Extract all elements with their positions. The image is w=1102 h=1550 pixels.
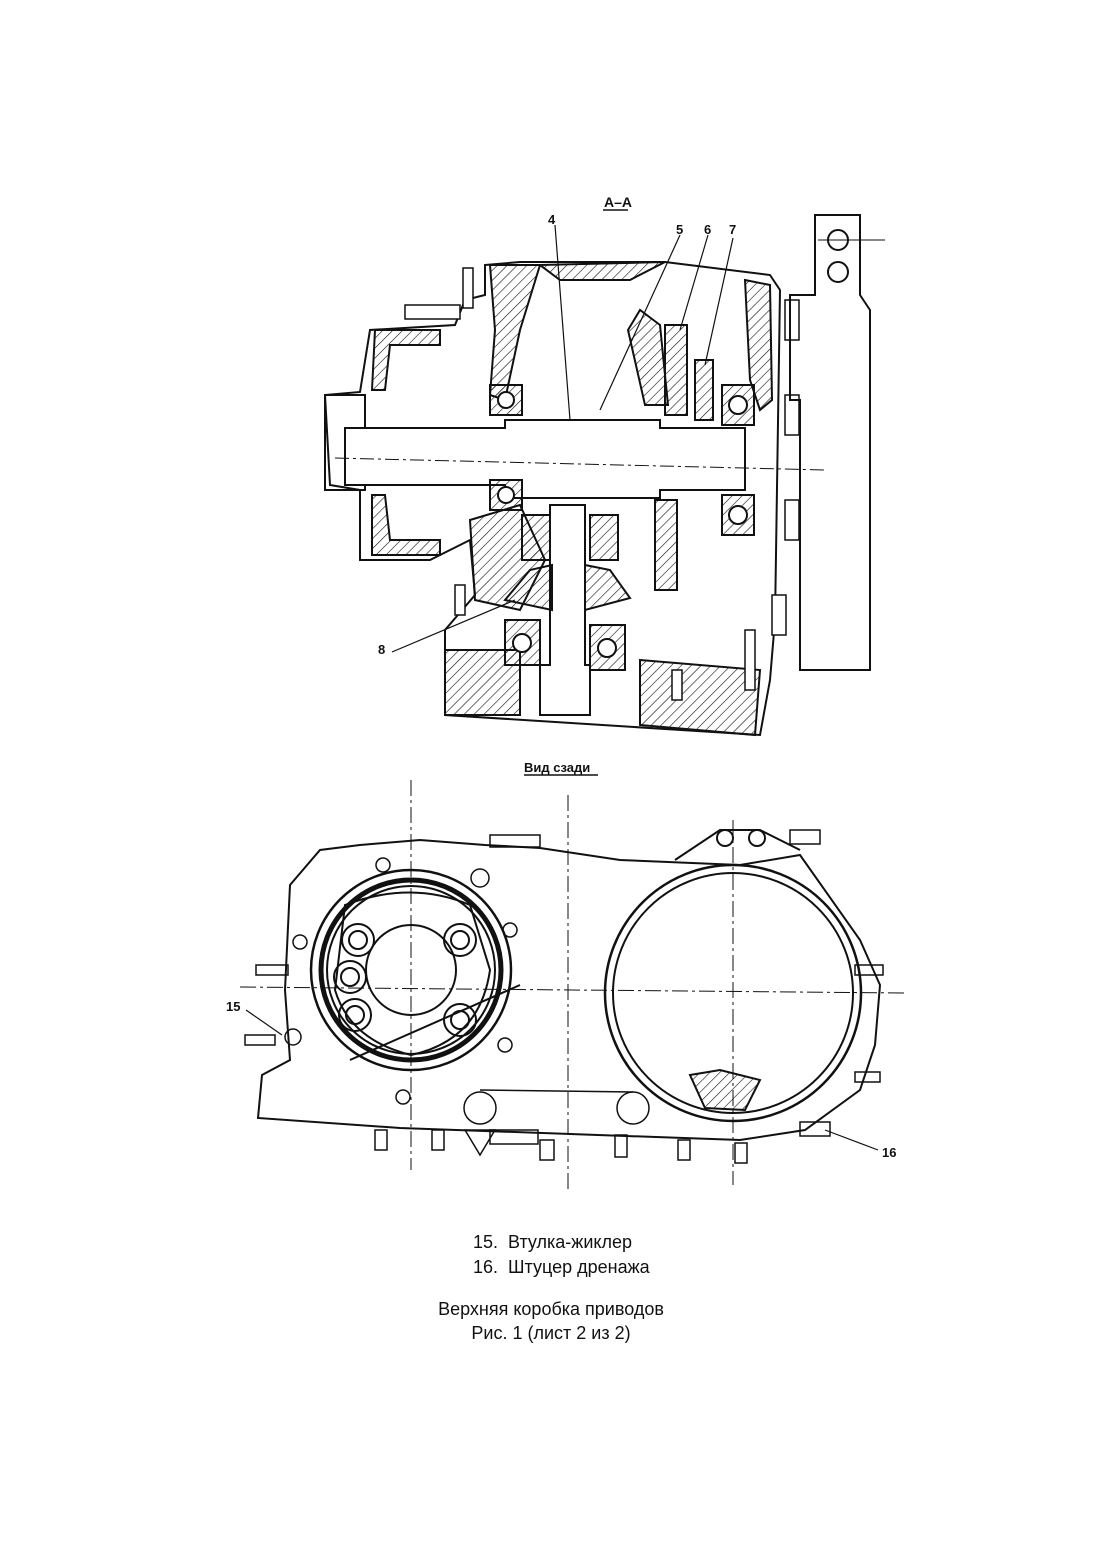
rear-bolts [244, 829, 884, 1137]
rear-view [239, 780, 906, 1190]
callout-16: 16 [882, 1145, 896, 1160]
bearing-top-2 [721, 384, 755, 426]
flange-left [370, 329, 441, 391]
bearing-top-1 [489, 384, 523, 416]
bearing-vertical-bottom [504, 619, 626, 671]
callout-6: 6 [704, 222, 711, 237]
left-flange [309, 868, 521, 1072]
legend-number: 15. [473, 1232, 499, 1252]
housing-outline [323, 261, 782, 737]
gear-lower [654, 499, 678, 591]
callout-4: 4 [548, 212, 556, 227]
figure-title: Верхняя коробка приводов [438, 1299, 664, 1319]
housing-base-right [639, 658, 762, 737]
housing-wall-top [537, 261, 666, 281]
bolts-section [404, 267, 800, 701]
figure-number: Рис. 1 (лист 2 из 2) [471, 1323, 631, 1343]
legend-number: 16. [473, 1257, 499, 1277]
main-shaft [344, 419, 746, 499]
gear-5 [626, 308, 670, 406]
vertical-shaft [539, 504, 591, 716]
legend-item-15: 15. Втулка-жиклер [473, 1231, 632, 1253]
bottom-bosses [374, 1089, 748, 1164]
housing-base [444, 649, 521, 716]
gear-6 [664, 324, 688, 416]
mounting-bracket [789, 214, 871, 671]
callout-8: 8 [378, 642, 385, 657]
drum-inner-detail [688, 1068, 762, 1112]
bearing-bottom-2 [721, 494, 755, 536]
callout-5: 5 [676, 222, 683, 237]
housing-wall-left [488, 264, 542, 402]
centerlines [239, 780, 906, 1190]
drum-clamp-band [674, 829, 801, 861]
coupling-cover [324, 394, 366, 491]
view-label: Вид сзади [524, 760, 590, 775]
legend-text: Втулка-жиклер [508, 1232, 632, 1252]
section-a-a-view: А–А [323, 194, 885, 737]
callout-15: 15 [226, 999, 240, 1014]
callout-7: 7 [729, 222, 736, 237]
flange-left-lower [371, 494, 441, 556]
bevel-gear-8 [503, 563, 553, 612]
bevel-gear-8-right [584, 563, 632, 612]
gear-7 [694, 359, 714, 421]
rear-housing-outline [256, 838, 882, 1142]
bearing-vertical-top [521, 514, 619, 561]
legend-item-16: 16. Штуцер дренажа [473, 1256, 650, 1278]
housing-wall-right [743, 278, 774, 412]
section-label: А–А [604, 194, 632, 210]
bearing-bottom-1 [489, 479, 523, 511]
legend-text: Штуцер дренажа [508, 1257, 650, 1277]
